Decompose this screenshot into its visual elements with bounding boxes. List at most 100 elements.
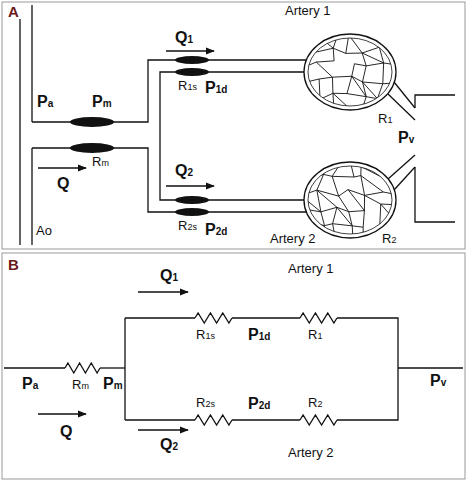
pressure-label: Pm xyxy=(103,376,123,392)
capillary-vessel xyxy=(362,82,382,84)
capillary-vessel xyxy=(379,47,395,48)
capillary-vessel xyxy=(307,221,325,225)
capillary-vessel xyxy=(378,159,394,182)
capillary-mesh xyxy=(301,159,398,242)
capillary-bed-outline xyxy=(304,162,396,238)
flow-arrow xyxy=(138,291,188,292)
capillary-vessel xyxy=(333,224,335,235)
capillary-vessel xyxy=(321,212,325,226)
vein-wall xyxy=(415,95,455,108)
capillary-vessel xyxy=(362,47,379,53)
capillary-vessel xyxy=(339,161,350,166)
capillary-bed-outline xyxy=(304,34,396,110)
capillary-vessel xyxy=(349,33,366,35)
wire xyxy=(4,367,65,368)
capillary-vessel xyxy=(339,190,348,196)
capillary-vessel xyxy=(397,224,399,237)
capillary-vessel xyxy=(332,76,351,78)
capillary-vessel xyxy=(301,190,317,195)
resistance-label: R1s xyxy=(196,328,215,341)
capillary-vessel xyxy=(391,193,396,204)
flow-label: Q xyxy=(57,176,69,192)
capillary-vessel xyxy=(316,34,333,48)
flow-label: Q2 xyxy=(175,163,193,179)
vessel-label: Artery 1 xyxy=(285,4,331,17)
capillary-vessel xyxy=(300,196,301,209)
resistor-symbol xyxy=(300,415,337,425)
capillary-vessel xyxy=(317,190,337,207)
panel-letter: A xyxy=(6,4,21,19)
capillary-vessel xyxy=(354,64,366,66)
wire xyxy=(125,317,195,318)
stenosis-lesion xyxy=(175,196,209,204)
vessel-label: Artery 2 xyxy=(270,232,316,245)
capillary-vessel xyxy=(304,83,307,96)
flow-label: Q1 xyxy=(160,268,178,284)
capillary-vessel xyxy=(337,207,352,226)
capillary-vessel xyxy=(360,167,361,176)
capillary-vessel xyxy=(308,161,324,165)
pressure-label: Pa xyxy=(22,376,38,392)
capillary-vessel xyxy=(333,207,337,223)
pressure-label: P2d xyxy=(205,222,227,238)
capillary-vessel xyxy=(305,48,316,52)
capillary-vessel xyxy=(383,178,394,182)
capillary-vessel xyxy=(383,192,391,193)
wire xyxy=(398,367,463,368)
capillary-vessel xyxy=(304,79,319,83)
capillary-vessel xyxy=(305,96,306,109)
pressure-label: Pv xyxy=(430,373,446,389)
wire xyxy=(125,419,195,420)
capillary-vessel xyxy=(363,211,364,228)
flow-arrow xyxy=(166,185,214,186)
capillary-vessel xyxy=(324,174,333,176)
wire xyxy=(100,367,125,368)
capillary-vessel xyxy=(316,62,332,77)
capillary-vessel xyxy=(301,209,321,212)
capillary-vessel xyxy=(350,161,354,177)
capillary-vessel xyxy=(316,99,320,114)
capillary-vessel xyxy=(361,97,366,113)
resistance-label: Rm xyxy=(72,378,89,391)
stenosis-lesion xyxy=(70,143,114,153)
capillary-vessel xyxy=(377,99,383,108)
wire xyxy=(232,317,300,318)
vessel-label: Ao xyxy=(36,224,52,237)
capillary-vessel xyxy=(349,211,365,212)
flow-arrow xyxy=(38,167,86,168)
resistance-label: R2s xyxy=(196,396,215,409)
vein-wall xyxy=(394,82,415,108)
capillary-vessel xyxy=(350,161,361,166)
capillary-vessel xyxy=(347,94,366,97)
aorta-wall xyxy=(31,5,32,122)
capillary-bed-outline xyxy=(308,166,392,234)
capillary-vessel xyxy=(383,106,399,108)
capillary-vessel xyxy=(354,176,361,177)
capillary-vessel xyxy=(335,235,354,242)
capillary-vessel xyxy=(333,48,346,53)
resistor-symbol xyxy=(195,415,232,425)
capillary-vessel xyxy=(381,204,396,206)
capillary-vessel xyxy=(332,176,338,196)
capillary-vessel xyxy=(321,207,337,212)
capillary-vessel xyxy=(377,84,382,99)
capillary-vessel xyxy=(303,174,324,180)
resistance-label: Rm xyxy=(92,155,109,168)
capillary-vessel xyxy=(346,35,349,53)
pressure-label: Pa xyxy=(37,94,53,110)
capillary-vessel xyxy=(381,204,399,224)
capillary-vessel xyxy=(361,176,365,196)
resistor-symbol xyxy=(195,313,232,323)
capillary-vessel xyxy=(364,195,365,210)
flow-label: Q1 xyxy=(175,30,193,46)
stenosis xyxy=(70,56,209,216)
resistance-label: R1s xyxy=(178,79,197,92)
capillary-vessel xyxy=(382,63,384,84)
vessel-wall xyxy=(32,60,306,122)
capillary-vessel xyxy=(380,223,399,225)
capillary-vessel xyxy=(396,205,398,225)
capillary-vessel xyxy=(379,47,383,63)
